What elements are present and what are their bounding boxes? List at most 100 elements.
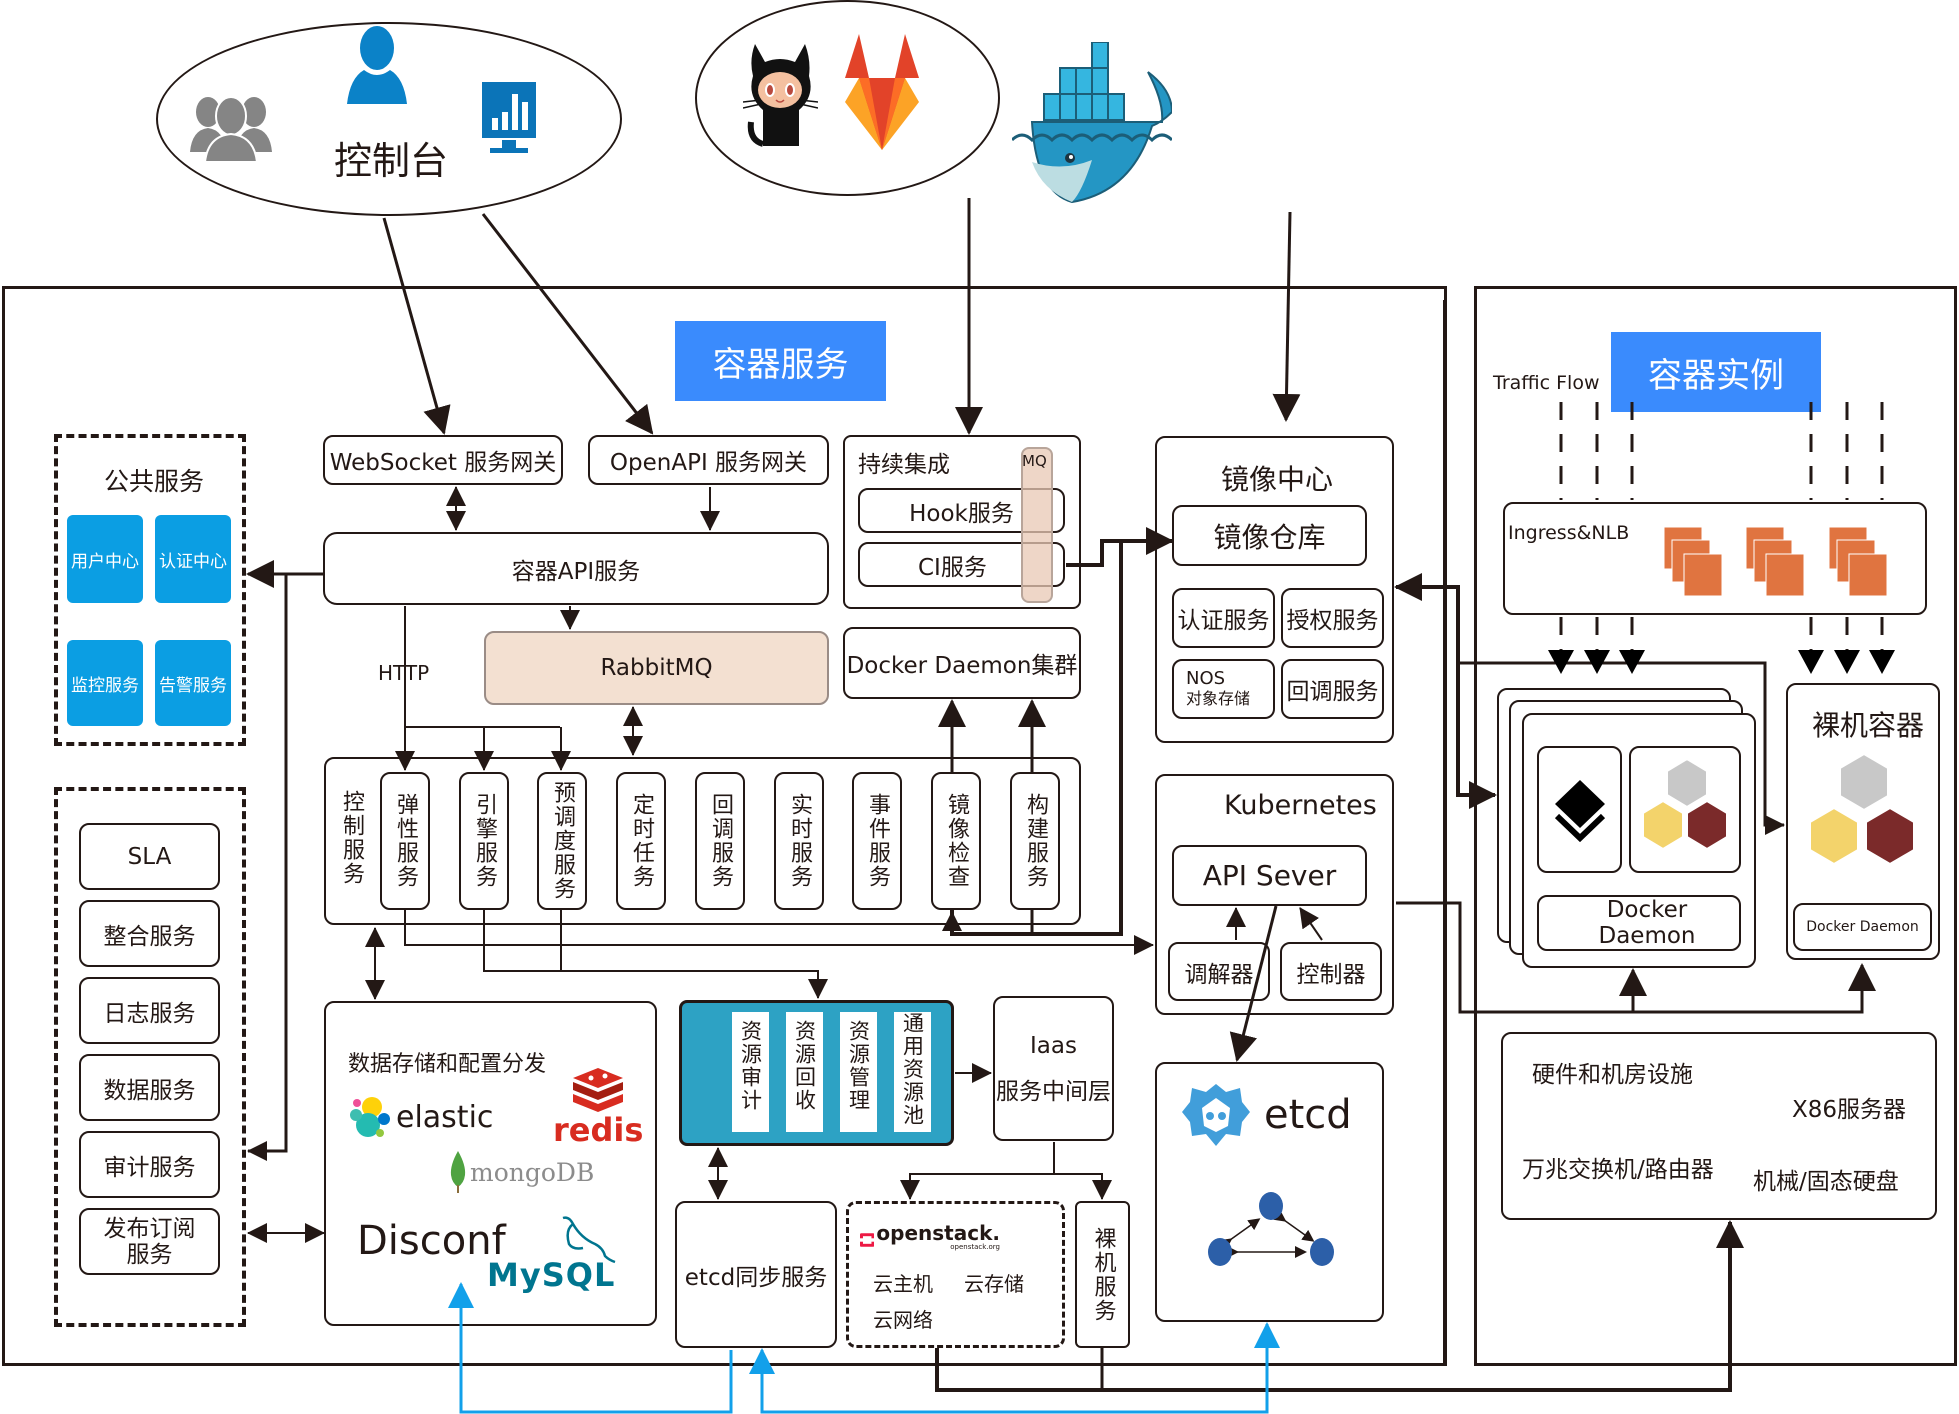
service-event[interactable]: 事件服务 bbox=[852, 772, 902, 910]
elastic-logo: elastic bbox=[350, 1094, 500, 1140]
bare-metal-container-title: 裸机容器 bbox=[1812, 709, 1925, 742]
k8s-controller[interactable]: 控制器 bbox=[1280, 942, 1382, 1001]
openapi-gateway[interactable]: OpenAPI 服务网关 bbox=[588, 435, 829, 485]
mysql-text: MySQL bbox=[487, 1256, 616, 1294]
control-service-label: 控制服务 bbox=[339, 790, 364, 886]
tile-alert-service[interactable]: 告警服务 bbox=[155, 640, 231, 726]
http-label: HTTP bbox=[378, 661, 430, 685]
container-hex-cluster-icon bbox=[1642, 757, 1728, 850]
hardware-switch: 万兆交换机/路由器 bbox=[1522, 1157, 1714, 1183]
service-integration[interactable]: 整合服务 bbox=[79, 900, 220, 967]
service-image-check[interactable]: 镜像检查 bbox=[931, 772, 981, 910]
hardware-disk: 机械/固态硬盘 bbox=[1753, 1169, 1899, 1195]
service-realtime[interactable]: 实时服务 bbox=[774, 772, 824, 910]
data-store-group bbox=[324, 1001, 657, 1326]
k8s-api-server[interactable]: API Sever bbox=[1172, 845, 1367, 906]
console-label: 控制台 bbox=[334, 139, 449, 183]
etcd-icon bbox=[1182, 1084, 1250, 1146]
support-services-group bbox=[54, 787, 246, 1327]
service-elastic[interactable]: 弹性服务 bbox=[380, 772, 430, 910]
ingress-nlb-label: Ingress&NLB bbox=[1508, 522, 1630, 544]
tile-monitor-service[interactable]: 监控服务 bbox=[67, 640, 143, 726]
openstack-text: openstack. bbox=[876, 1221, 1000, 1245]
iaas-line2: 服务中间层 bbox=[996, 1078, 1111, 1105]
elastic-text: elastic bbox=[396, 1099, 494, 1135]
tile-user-center[interactable]: 用户中心 bbox=[67, 515, 143, 603]
etcd-cluster-diagram bbox=[1200, 1190, 1340, 1266]
mongodb-logo: mongoDB bbox=[450, 1150, 640, 1194]
iaas-middleware[interactable]: Iaas 服务中间层 bbox=[993, 996, 1114, 1141]
resource-manage[interactable]: 资源管理 bbox=[840, 1012, 877, 1132]
vcs-group bbox=[695, 0, 1000, 196]
common-resource-pool[interactable]: 通用资源池 bbox=[894, 1012, 931, 1132]
websocket-gateway[interactable]: WebSocket 服务网关 bbox=[323, 435, 563, 485]
mysql-dolphin-icon bbox=[562, 1216, 616, 1264]
ingress-instance-stack-icon bbox=[1663, 526, 1723, 597]
openstack-cloud-network: 云网络 bbox=[873, 1308, 933, 1332]
openstack-cloud-host: 云主机 bbox=[873, 1272, 933, 1296]
nos-line2: 对象存储 bbox=[1186, 689, 1251, 708]
users-group-icon bbox=[188, 90, 274, 164]
docker-whale-icon bbox=[1010, 41, 1174, 204]
hardware-facility bbox=[1501, 1032, 1937, 1220]
mongodb-text: mongoDB bbox=[470, 1157, 595, 1187]
mysql-logo: MySQL bbox=[487, 1216, 637, 1296]
bare-metal-hex-cluster-icon bbox=[1802, 750, 1922, 880]
service-pubsub[interactable]: 发布订阅 服务 bbox=[79, 1208, 220, 1275]
dashboard-monitor-icon bbox=[480, 80, 538, 156]
service-audit[interactable]: 审计服务 bbox=[79, 1131, 220, 1198]
service-engine[interactable]: 引擎服务 bbox=[459, 772, 509, 910]
resource-audit[interactable]: 资源审计 bbox=[732, 1012, 769, 1132]
container-service-title: 容器服务 bbox=[675, 321, 886, 401]
image-auth-service[interactable]: 认证服务 bbox=[1172, 588, 1275, 648]
etcd-text: etcd bbox=[1264, 1092, 1352, 1138]
service-sla[interactable]: SLA bbox=[79, 823, 220, 890]
node-docker-daemon[interactable]: Docker Daemon bbox=[1537, 895, 1741, 951]
elastic-icon bbox=[350, 1097, 390, 1137]
redis-text: redis bbox=[553, 1111, 644, 1149]
container-api-service[interactable]: 容器API服务 bbox=[323, 532, 829, 605]
layers-box bbox=[1537, 746, 1622, 873]
redis-logo: redis bbox=[553, 1066, 643, 1154]
rabbitmq[interactable]: RabbitMQ bbox=[484, 631, 829, 705]
openstack-logo: openstack. openstack.org bbox=[860, 1222, 1000, 1258]
service-callback[interactable]: 回调服务 bbox=[695, 772, 745, 910]
image-callback-service[interactable]: 回调服务 bbox=[1281, 659, 1384, 719]
mongodb-leaf-icon bbox=[450, 1151, 466, 1193]
public-services-group bbox=[54, 434, 246, 746]
k8s-reconciler[interactable]: 调解器 bbox=[1168, 942, 1270, 1001]
containers-box bbox=[1629, 746, 1741, 873]
gitlab-icon bbox=[845, 34, 919, 150]
service-cron-task[interactable]: 定时任务 bbox=[616, 772, 666, 910]
container-instance-title: 容器实例 bbox=[1611, 332, 1821, 412]
bare-metal-service[interactable]: 裸机服务 bbox=[1075, 1201, 1130, 1348]
disconf-logo: Disconf bbox=[357, 1218, 506, 1264]
service-log[interactable]: 日志服务 bbox=[79, 977, 220, 1044]
image-registry[interactable]: 镜像仓库 bbox=[1172, 505, 1367, 566]
ci-title: 持续集成 bbox=[858, 452, 950, 478]
image-center-title: 镜像中心 bbox=[1221, 463, 1334, 496]
openstack-cloud-storage: 云存储 bbox=[964, 1272, 1024, 1296]
bare-metal-docker-daemon[interactable]: Docker Daemon bbox=[1793, 903, 1932, 951]
service-data[interactable]: 数据服务 bbox=[79, 1054, 220, 1121]
ingress-instance-stack-icon bbox=[1745, 526, 1805, 597]
tile-auth-center[interactable]: 认证中心 bbox=[155, 515, 231, 603]
docker-daemon-cluster[interactable]: Docker Daemon集群 bbox=[843, 627, 1081, 699]
image-authz-service[interactable]: 授权服务 bbox=[1281, 588, 1384, 648]
ingress-instance-stack-icon bbox=[1828, 526, 1888, 597]
user-icon bbox=[346, 26, 408, 106]
hardware-title: 硬件和机房设施 bbox=[1532, 1062, 1693, 1088]
service-prescheduler[interactable]: 预调度服务 bbox=[537, 772, 587, 910]
iaas-line1: Iaas bbox=[1030, 1032, 1077, 1059]
console-group bbox=[156, 22, 622, 216]
etcd-sync-service[interactable]: etcd同步服务 bbox=[675, 1201, 837, 1348]
kubernetes-title: Kubernetes bbox=[1224, 790, 1377, 821]
etcd-logo: etcd bbox=[1182, 1082, 1382, 1148]
public-services-title: 公共服务 bbox=[104, 467, 205, 496]
github-octocat-icon bbox=[742, 40, 819, 148]
layers-icon bbox=[1554, 779, 1605, 842]
nos-object-storage[interactable]: NOS 对象存储 bbox=[1172, 659, 1275, 719]
resource-recycle[interactable]: 资源回收 bbox=[786, 1012, 823, 1132]
service-build[interactable]: 构建服务 bbox=[1010, 772, 1060, 910]
openstack-icon bbox=[860, 1233, 875, 1247]
